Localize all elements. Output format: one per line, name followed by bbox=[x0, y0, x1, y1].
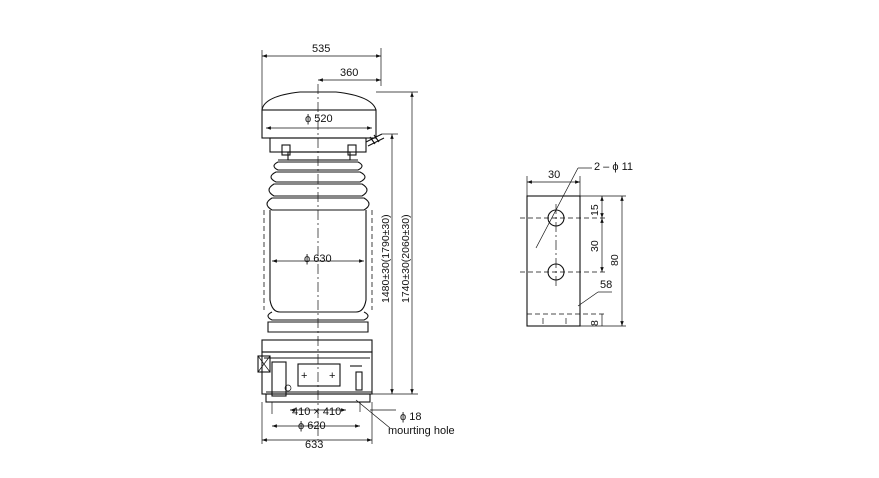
dim-hole: ϕ 18 bbox=[400, 411, 421, 423]
dim-head-diameter: ϕ 520 bbox=[305, 113, 333, 125]
svg-text:+: + bbox=[301, 370, 307, 382]
dim-head-offset: 360 bbox=[340, 67, 358, 79]
label-hole: mourting hole bbox=[388, 425, 455, 437]
dim-base-width: 633 bbox=[305, 439, 323, 451]
head-dome bbox=[261, 91, 377, 111]
transformer-main-view: 535 360 ϕ 520 ϕ 630 bbox=[257, 43, 455, 451]
terminal-plate bbox=[526, 195, 581, 327]
insulator-sheds bbox=[266, 161, 370, 211]
terminal-dim-plate: 58 bbox=[600, 279, 612, 291]
hole-leader bbox=[355, 399, 391, 429]
terminal-dim-holes: 2 – ϕ 11 bbox=[594, 161, 633, 173]
svg-text:+: + bbox=[329, 370, 335, 382]
insulator-body bbox=[269, 210, 367, 313]
terminal-dim-width: 30 bbox=[548, 169, 560, 181]
terminal-dim-spacing: 30 bbox=[589, 240, 601, 252]
terminal-detail-view: 30 2 – ϕ 11 15 30 80 58 8 bbox=[520, 161, 633, 327]
dim-overall-width: 535 bbox=[312, 43, 330, 55]
dim-height-outer: 1740±30(2060±30) bbox=[400, 214, 412, 303]
terminal-dim-height: 80 bbox=[609, 254, 621, 266]
dim-body-diameter: ϕ 630 bbox=[304, 253, 332, 265]
dim-base-diameter: ϕ 620 bbox=[298, 420, 326, 432]
terminal-dim-top: 15 bbox=[589, 204, 601, 216]
dim-height-inner: 1480±30(1790±30) bbox=[380, 214, 392, 303]
name-plate bbox=[297, 363, 341, 387]
dim-base-square: 410 × 410 bbox=[292, 406, 341, 418]
terminal-dim-bottom: 8 bbox=[589, 320, 601, 326]
